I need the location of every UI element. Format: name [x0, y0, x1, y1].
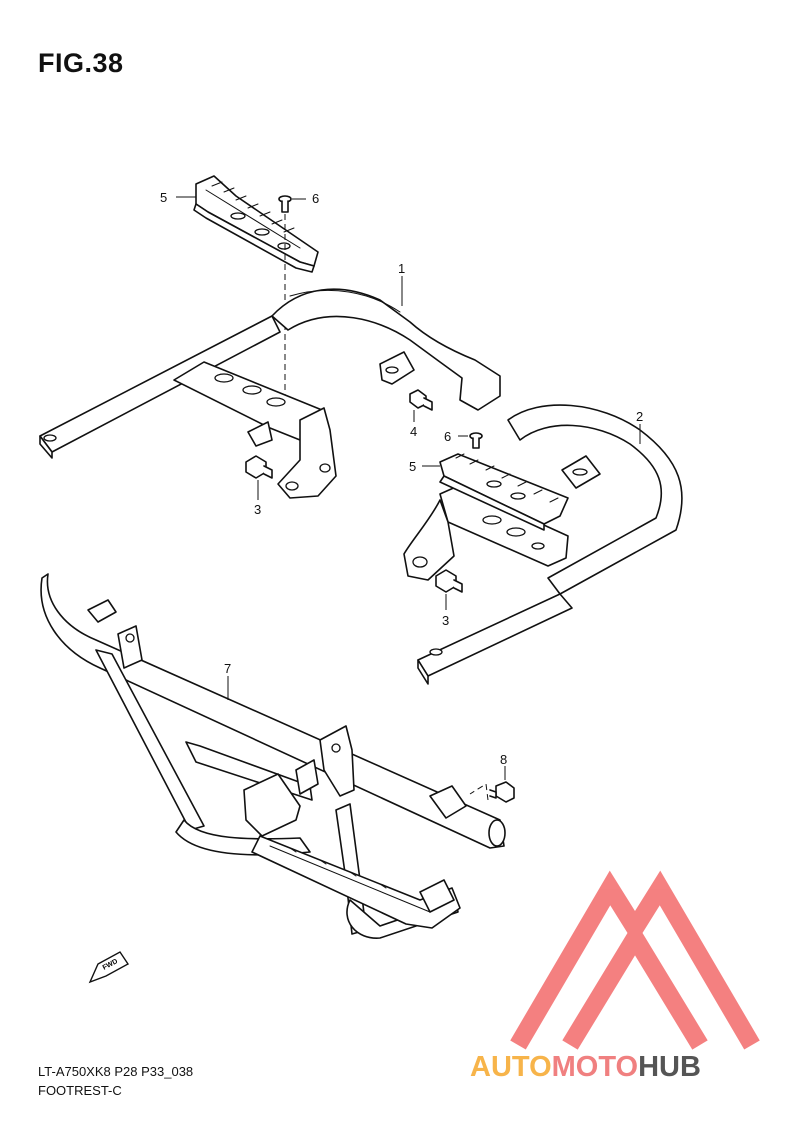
watermark-logo-icon [510, 870, 760, 1050]
bolt-8 [489, 781, 515, 803]
watermark-auto: AUTO [470, 1051, 552, 1083]
leader-lines [176, 196, 641, 780]
callout-1: 1 [398, 261, 405, 276]
footrest-bracket-right [403, 404, 683, 685]
footrest-plate-left [193, 175, 319, 273]
screw-right [469, 432, 483, 449]
footrest-bracket-left [39, 288, 501, 499]
callout-2: 2 [636, 409, 643, 424]
model-code: LT-A750XK8 P28 P33_038 [38, 1064, 194, 1079]
callout-5-upper: 5 [160, 190, 167, 205]
section-name: FOOTREST-C [38, 1083, 122, 1098]
callout-8: 8 [500, 752, 507, 767]
bolt-3-left [245, 455, 273, 479]
callout-5-right: 5 [409, 459, 416, 474]
svg-text:AUTOMOTOHUB: AUTOMOTOHUB [470, 1051, 701, 1083]
watermark-hub: HUB [638, 1051, 701, 1083]
footrest-plate-right [439, 453, 569, 531]
bolt-3-right [435, 569, 463, 593]
watermark-moto: MOTO [552, 1051, 638, 1083]
bolt-4 [409, 389, 433, 411]
figure-title: FIG.38 [38, 48, 124, 78]
automotohub-watermark: AUTOMOTOHUB [470, 870, 760, 1083]
front-guard-frame [40, 573, 506, 939]
screw-upper-left [278, 195, 292, 213]
fwd-arrow-icon: FWD [88, 951, 130, 984]
callout-4: 4 [410, 424, 417, 439]
callout-7: 7 [224, 661, 231, 676]
callout-6-right: 6 [444, 429, 451, 444]
callout-3-right: 3 [442, 613, 449, 628]
callout-3-left: 3 [254, 502, 261, 517]
callout-6-upper: 6 [312, 191, 319, 206]
